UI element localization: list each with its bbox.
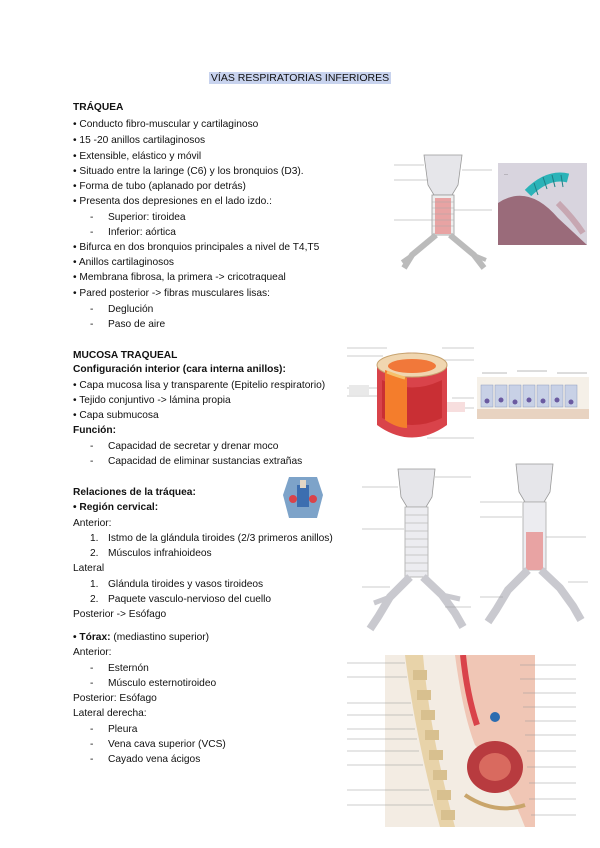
list-item: • Capa mucosa lisa y transparente (Epite…: [73, 380, 326, 391]
neck-section-icon: [283, 477, 323, 518]
list-item: • Capa submucosa: [73, 410, 159, 421]
numbered-item: 1.Glándula tiroides y vasos tiroideos: [90, 579, 264, 590]
label-posterior: Posterior: Esófago: [73, 693, 157, 704]
list-item: • Forma de tubo (aplanado por detrás): [73, 181, 246, 192]
subheading-configuracion: Configuración interior (cara interna ani…: [73, 364, 286, 375]
sub-list-item: -Superior: tiroidea: [90, 212, 186, 223]
list-item: • Situado entre la laringe (C6) y los br…: [73, 166, 304, 177]
trachea-bronchi-anterior-illustration: [362, 468, 471, 632]
sub-list-item: -Deglución: [90, 304, 154, 315]
list-item: • Conducto fibro-muscular y cartilaginos…: [73, 119, 259, 130]
list-item: • 15 -20 anillos cartilaginosos: [73, 135, 206, 146]
respiratory-epithelium-illustration: [477, 370, 589, 419]
list-item: • Presenta dos depresiones en el lado iz…: [73, 196, 272, 207]
numbered-item: 2.Paquete vasculo-nervioso del cuello: [90, 594, 272, 605]
list-item: • Tejido conjuntivo -> lámina propia: [73, 395, 231, 406]
sub-list-item: -Esternón: [90, 663, 149, 674]
numbered-item: 2.Músculos infrahioideos: [90, 548, 212, 559]
trachea-posterior-illustration: [480, 463, 588, 625]
label-anterior: Anterior:: [73, 647, 112, 658]
list-item: • Bifurca en dos bronquios principales a…: [73, 242, 320, 253]
sub-list-item: -Músculo esternotiroideo: [90, 678, 217, 689]
list-item: • Anillos cartilaginosos: [73, 257, 174, 268]
sagittal-section-illustration: [347, 655, 576, 827]
page-title: VÍAS RESPIRATORIAS INFERIORES: [208, 72, 392, 84]
sub-list-item: -Inferior: aórtica: [90, 227, 176, 238]
sub-list-item: -Capacidad de secretar y drenar moco: [90, 441, 279, 452]
label-lateral-derecha: Lateral derecha:: [73, 708, 147, 719]
sub-list-item: -Vena cava superior (VCS): [90, 739, 226, 750]
section-heading-traquea: TRÁQUEA: [73, 102, 124, 113]
label-lateral: Lateral: [73, 563, 105, 574]
list-item: • Extensible, elástico y móvil: [73, 151, 202, 162]
list-item: • Membrana fibrosa, la primera -> cricot…: [73, 272, 286, 283]
label-posterior: Posterior -> Esófago: [73, 609, 167, 620]
lung-detail-illustration: —: [498, 163, 587, 245]
subheading-torax: • Tórax: (mediastino superior): [73, 632, 210, 643]
numbered-item: 1.Istmo de la glándula tiroides (2/3 pri…: [90, 533, 333, 544]
label-anterior: Anterior:: [73, 518, 112, 529]
section-heading-relaciones: Relaciones de la tráquea:: [73, 487, 196, 498]
sub-list-item: -Capacidad de eliminar sustancias extrañ…: [90, 456, 303, 467]
svg-text:—: —: [504, 171, 508, 176]
sub-list-item: -Cayado vena ácigos: [90, 754, 201, 765]
tracheal-ring-section-illustration: [347, 347, 474, 439]
subheading-funcion: Función:: [73, 425, 117, 436]
sub-list-item: -Paso de aire: [90, 319, 166, 330]
list-item: • Pared posterior -> fibras musculares l…: [73, 288, 270, 299]
trachea-anterior-illustration: [394, 154, 492, 270]
section-heading-mucosa: MUCOSA TRAQUEAL: [73, 350, 178, 361]
subheading-region-cervical: • Región cervical:: [73, 502, 159, 513]
sub-list-item: -Pleura: [90, 724, 138, 735]
